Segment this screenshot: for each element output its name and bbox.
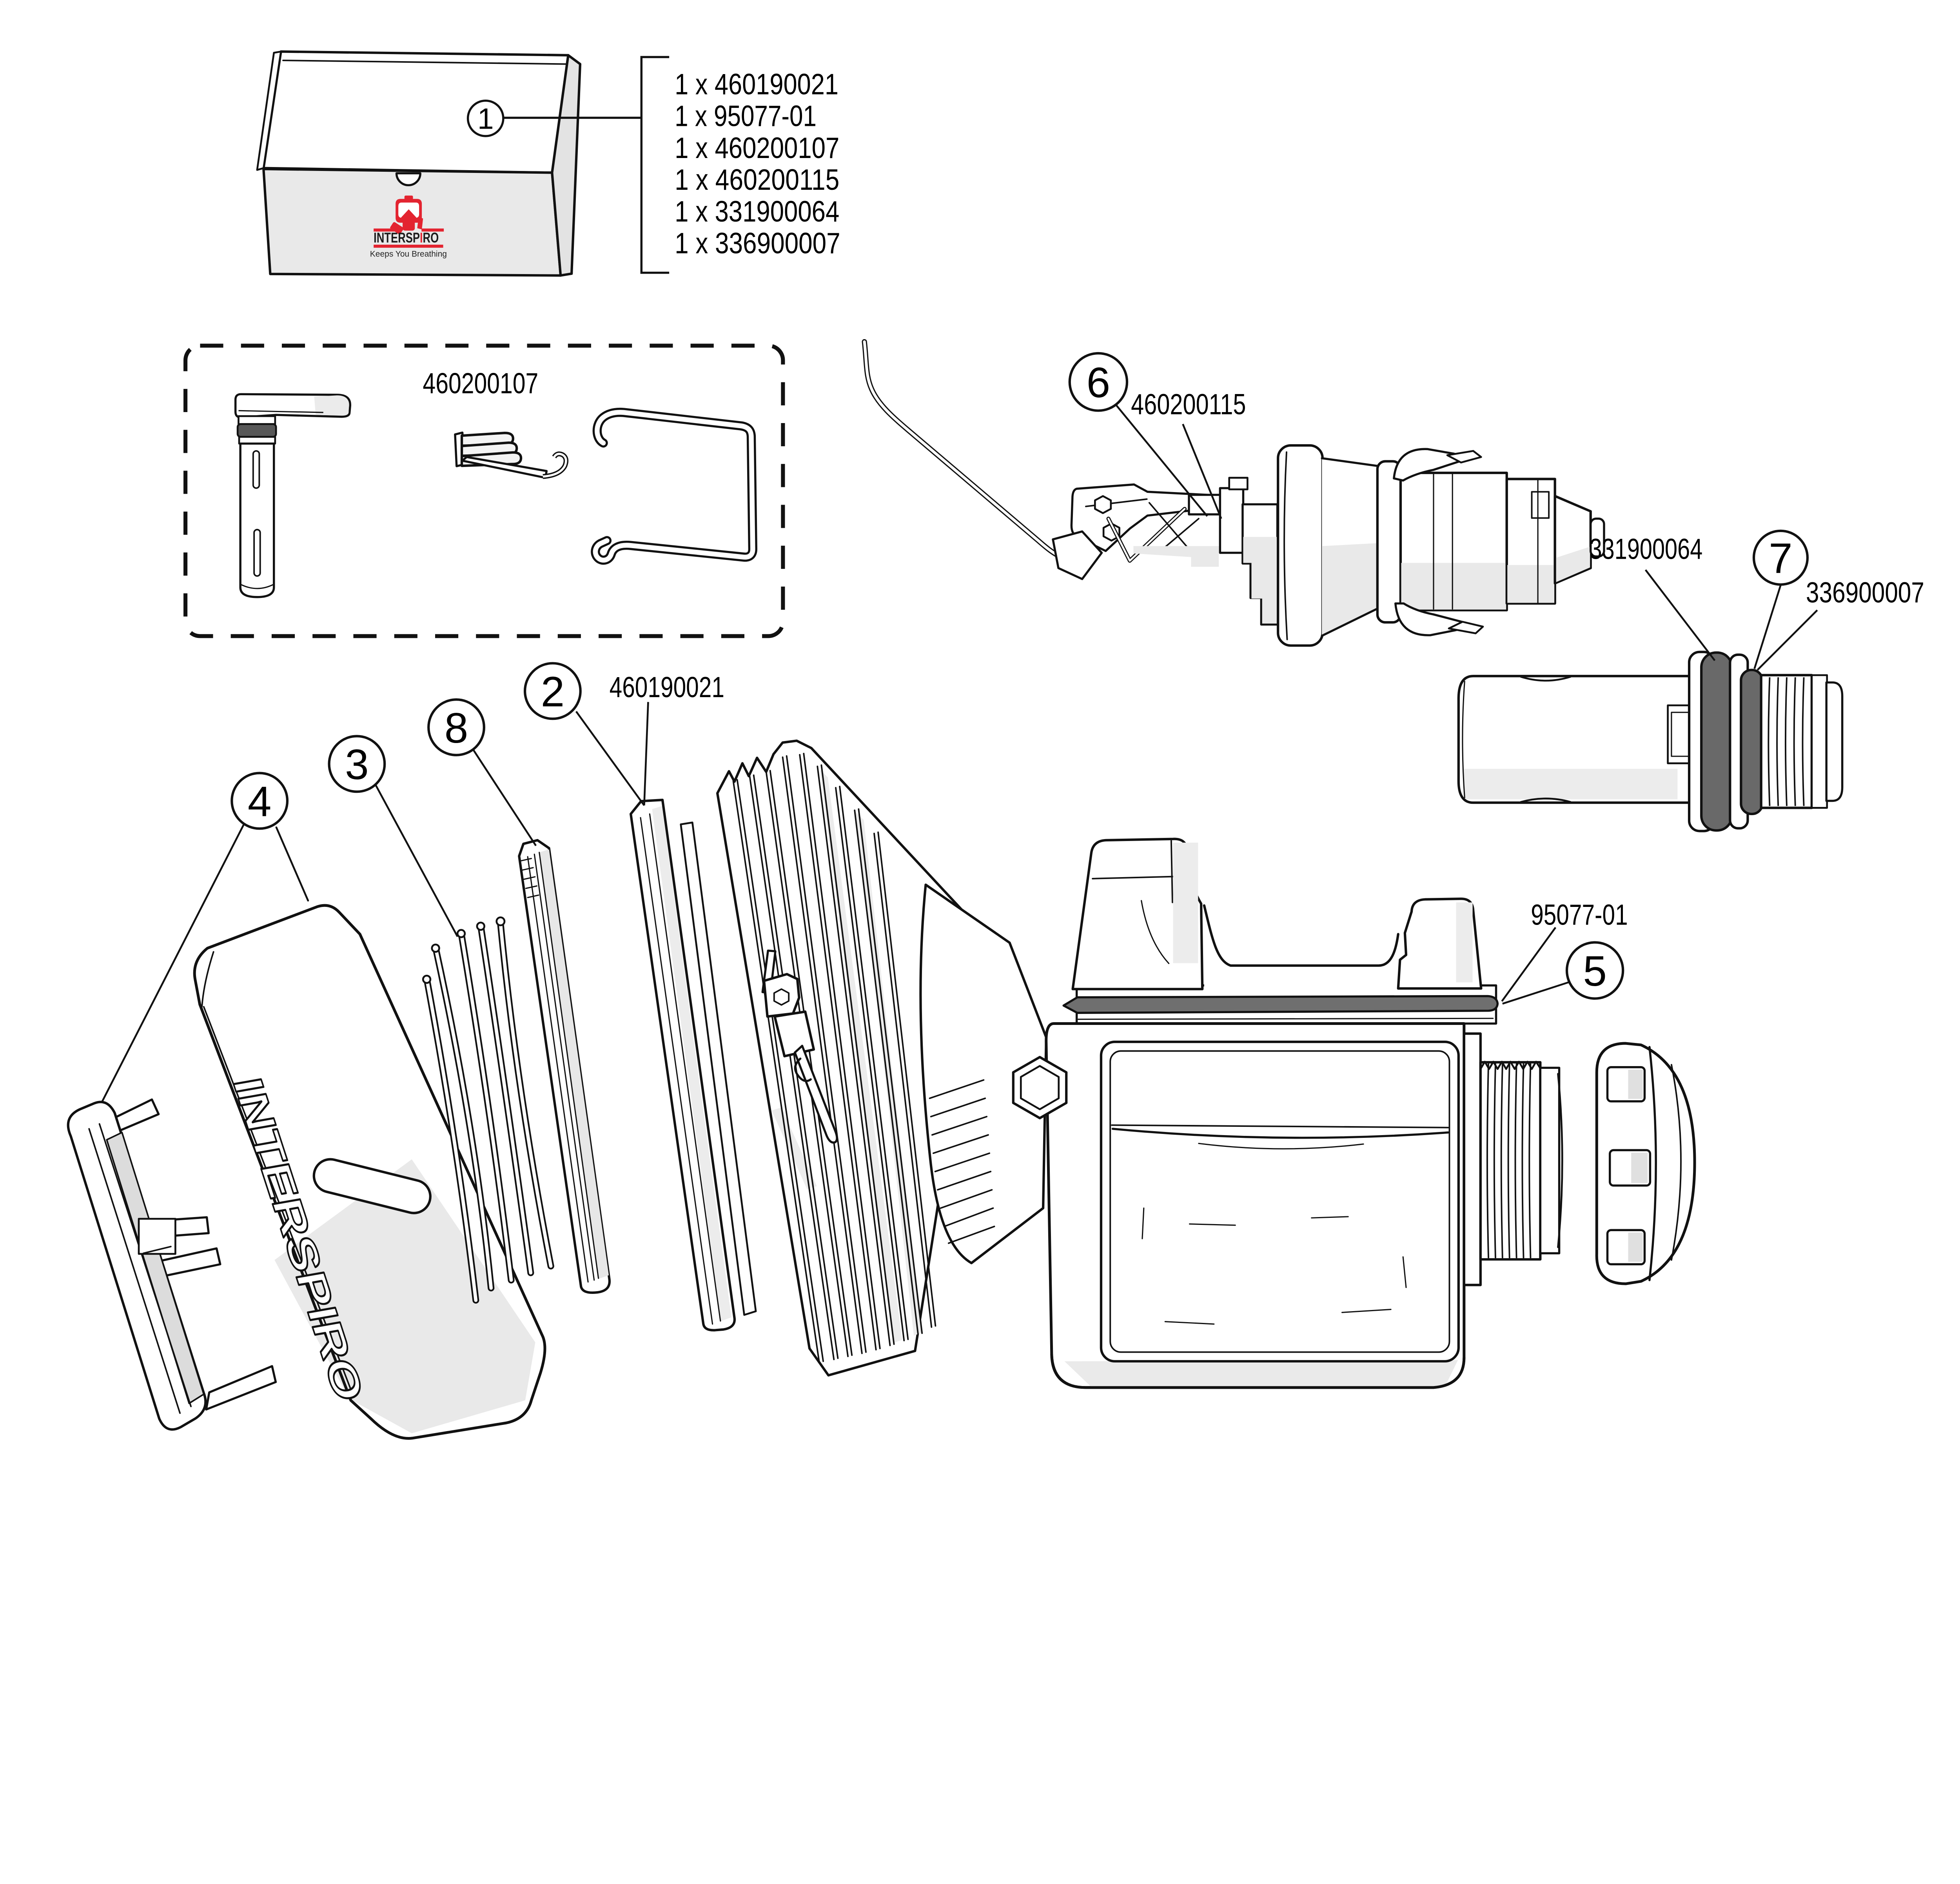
svg-text:1 x 460190021: 1 x 460190021 bbox=[675, 67, 838, 100]
svg-text:5: 5 bbox=[1583, 947, 1607, 995]
svg-text:6: 6 bbox=[1087, 359, 1111, 407]
svg-text:460200107: 460200107 bbox=[423, 367, 538, 400]
svg-text:460190021: 460190021 bbox=[610, 671, 724, 703]
svg-text:2: 2 bbox=[541, 668, 565, 716]
svg-text:8: 8 bbox=[445, 704, 468, 752]
svg-text:1 x 460200107: 1 x 460200107 bbox=[675, 131, 839, 164]
svg-text:95077-01: 95077-01 bbox=[1531, 898, 1628, 931]
svg-text:Keeps You Breathing: Keeps You Breathing bbox=[370, 249, 447, 258]
svg-text:INTERSPIRO: INTERSPIRO bbox=[374, 230, 439, 246]
svg-text:1: 1 bbox=[477, 102, 494, 135]
svg-text:460200115: 460200115 bbox=[1131, 388, 1246, 421]
svg-text:4: 4 bbox=[248, 778, 272, 825]
svg-text:1 x 336900007: 1 x 336900007 bbox=[675, 227, 840, 260]
svg-text:1 x 331900064: 1 x 331900064 bbox=[675, 195, 839, 228]
svg-text:336900007: 336900007 bbox=[1806, 576, 1924, 609]
svg-text:3: 3 bbox=[345, 741, 369, 788]
svg-text:1 x 95077-01: 1 x 95077-01 bbox=[675, 99, 817, 132]
svg-text:7: 7 bbox=[1769, 534, 1793, 582]
svg-text:331900064: 331900064 bbox=[1590, 532, 1703, 565]
svg-text:1 x 460200115: 1 x 460200115 bbox=[675, 163, 839, 196]
